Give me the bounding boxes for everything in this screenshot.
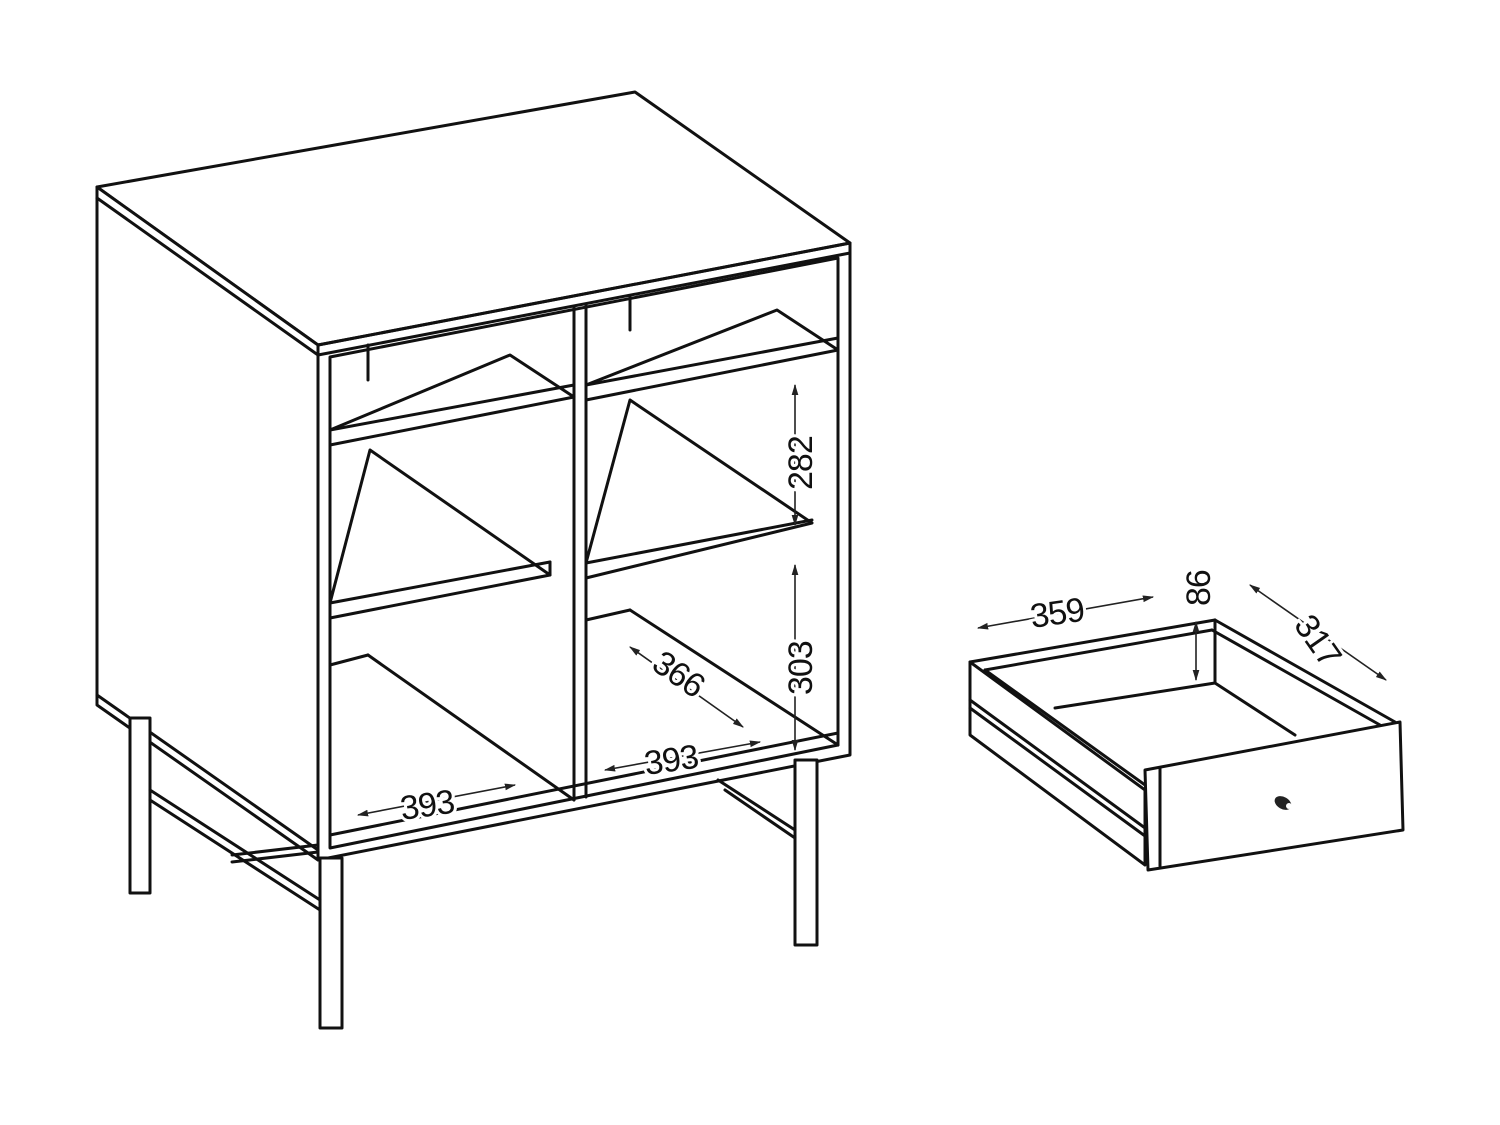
dimension-label-282: 282 — [782, 436, 820, 490]
cabinet-dimension-393-left: 393 — [356, 780, 517, 831]
drawer-dimension-86: 86 — [1177, 567, 1221, 682]
dimension-label-366: 366 — [645, 643, 711, 705]
cabinet-legs — [128, 716, 819, 1030]
cabinet — [95, 90, 852, 1030]
cabinet-front-frame — [316, 241, 852, 862]
dimension-label-86: 86 — [1180, 570, 1218, 606]
drawer-front — [1143, 720, 1405, 872]
drawer-knob-icon — [1274, 796, 1292, 810]
drawer — [968, 618, 1405, 872]
dimension-label-303: 303 — [782, 641, 820, 695]
dimension-label-359: 359 — [1028, 591, 1087, 636]
drawer-dimension-359: 359 — [976, 588, 1155, 639]
cabinet-dimension-366: 366 — [629, 640, 744, 728]
dimension-label-393-right: 393 — [642, 738, 701, 783]
drawer-dimension-317: 317 — [1249, 584, 1387, 681]
cabinet-dimension-393-right: 393 — [603, 735, 762, 786]
dimension-label-393-left: 393 — [398, 783, 457, 828]
cabinet-dimension-282: 282 — [779, 383, 823, 527]
cabinet-dimension-303: 303 — [779, 563, 823, 752]
